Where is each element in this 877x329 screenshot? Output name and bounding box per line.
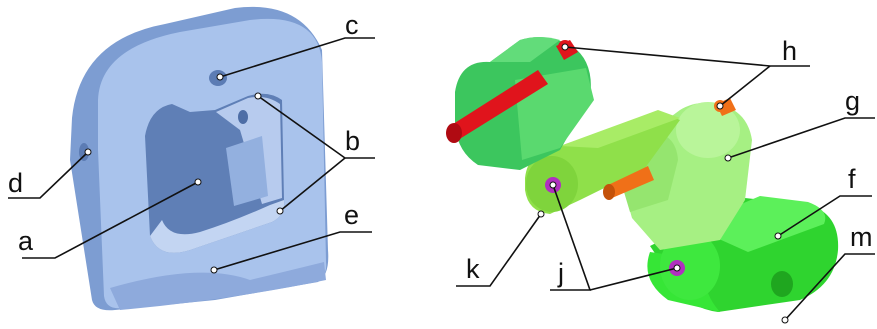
leaders-left xyxy=(8,37,375,274)
dot-g xyxy=(724,154,732,162)
leader-k xyxy=(456,213,542,287)
label-h: h xyxy=(782,36,797,66)
leader-h1 xyxy=(564,46,810,67)
dot-b2 xyxy=(276,207,284,215)
dot-h1 xyxy=(561,43,569,51)
leader-m xyxy=(784,253,875,321)
clevis-top xyxy=(490,37,560,62)
link-g-barrel xyxy=(676,102,740,158)
label-c: c xyxy=(345,10,359,40)
leader-d xyxy=(8,151,89,199)
dot-j2 xyxy=(673,264,681,272)
bracket-slot xyxy=(226,136,268,206)
leader-j2 xyxy=(589,267,678,291)
leader-f xyxy=(777,195,872,237)
pin-red-long xyxy=(450,70,548,140)
bracket-bottom xyxy=(110,262,326,310)
link-f-eye xyxy=(771,271,793,297)
dot-h2 xyxy=(716,102,724,110)
leader-b2 xyxy=(279,157,346,212)
dot-b1 xyxy=(254,92,262,100)
linkage-assembly xyxy=(455,37,839,312)
pin-orange-long-end xyxy=(603,184,615,200)
pin-red-long-end xyxy=(446,123,462,143)
label-g: g xyxy=(845,86,860,116)
leader-h2 xyxy=(719,65,771,107)
dot-f xyxy=(774,232,782,240)
leader-c xyxy=(219,37,375,78)
link-f-top xyxy=(690,196,826,252)
dot-j1 xyxy=(549,181,557,189)
label-b: b xyxy=(345,126,360,156)
dot-m xyxy=(781,316,789,324)
dot-c xyxy=(216,73,224,81)
link-k-top xyxy=(560,110,680,148)
label-k: k xyxy=(466,254,480,284)
label-m: m xyxy=(850,222,873,252)
label-a: a xyxy=(18,226,34,256)
dot-d xyxy=(84,148,92,156)
label-d: d xyxy=(8,168,23,198)
link-f-left-eye xyxy=(660,232,720,300)
hole-inner xyxy=(238,110,248,124)
leader-g xyxy=(727,117,875,159)
labels-left: c b d a e xyxy=(8,10,360,256)
label-f: f xyxy=(848,164,856,194)
leaders-right xyxy=(456,43,875,324)
dot-k xyxy=(537,210,545,218)
pin-orange-long xyxy=(606,166,654,198)
part-bracket xyxy=(70,6,329,311)
leader-a xyxy=(22,181,199,259)
label-j: j xyxy=(557,258,564,288)
dot-a xyxy=(194,178,202,186)
label-e: e xyxy=(344,200,359,230)
leader-e xyxy=(213,231,372,271)
dot-e xyxy=(210,266,218,274)
bracket-window-floor xyxy=(150,200,285,253)
labels-right: h g f m j k xyxy=(466,36,873,288)
hole-side xyxy=(79,143,89,161)
